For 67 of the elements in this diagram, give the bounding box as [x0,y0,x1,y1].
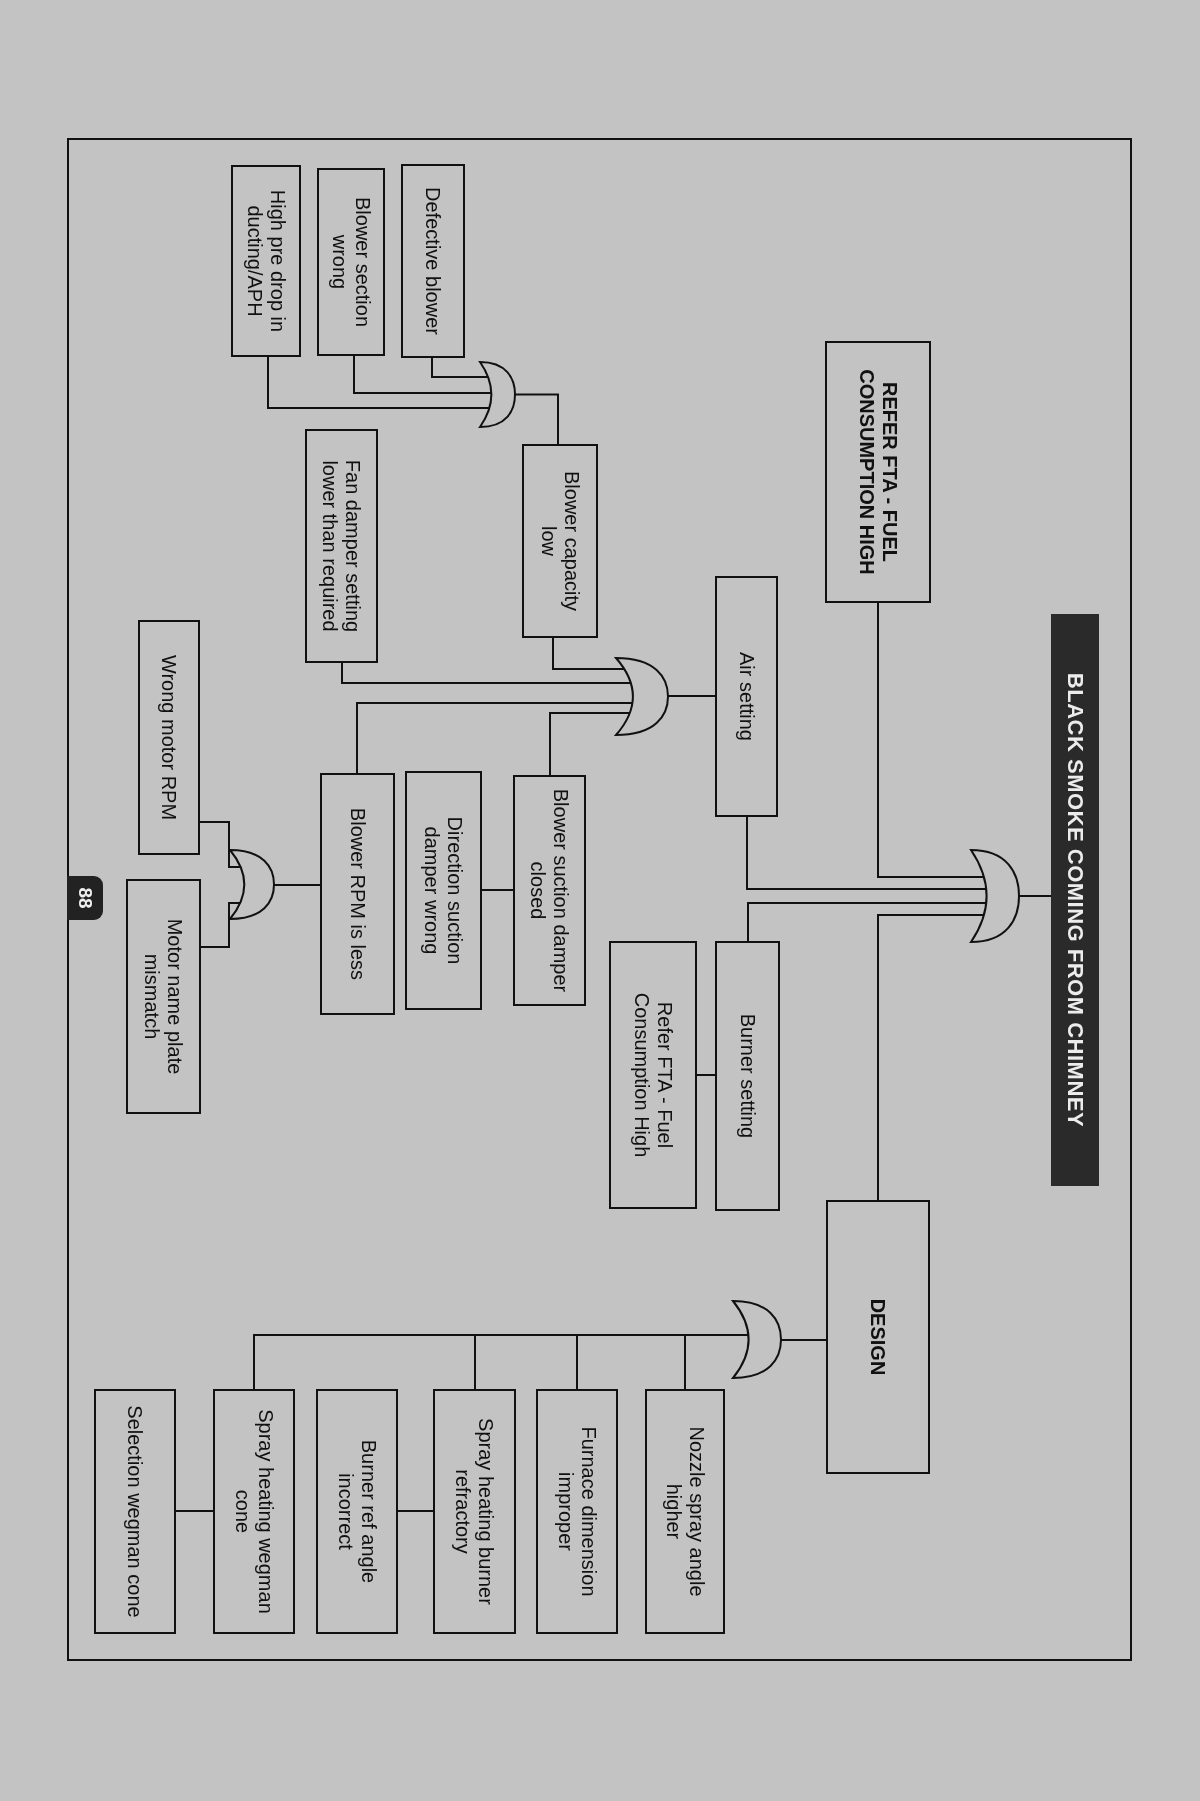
top-event-text: BLACK SMOKE COMING FROM CHIMNEY [1062,672,1088,1128]
event-text: Blower suction damper closed [526,787,573,994]
event-box [231,165,301,357]
connector-line [267,356,491,409]
connector-line [397,1510,434,1512]
connector-line [549,712,631,776]
event-box [433,1389,516,1634]
connector-line [514,393,559,445]
event-box [126,879,201,1114]
connector-line [273,884,321,886]
event-text: REFER FTA - FUEL CONSUMPTION HIGH [855,368,901,577]
connector-line [552,637,626,670]
event-text: Wrong motor RPM [157,654,181,821]
event-text: Blower capacity low [537,469,583,614]
page-number: 88 [67,876,103,920]
connector-line [200,902,242,948]
event-text: Selection wegman cone [123,1405,147,1618]
event-box [320,773,395,1015]
event-box [645,1389,725,1634]
event-box [138,620,200,855]
event-text: Nozzle spray angle higher [662,1425,708,1599]
event-box [826,1200,930,1474]
top-event-banner [1051,614,1099,1186]
event-text: DESIGN [866,1298,890,1376]
event-text: Spray heating burner refractory [451,1417,498,1607]
connector-line [667,695,716,697]
connector-line [481,889,514,891]
event-box [316,1389,398,1634]
event-text: Fan damper setting lower than required [318,458,365,635]
event-box [513,775,586,1006]
event-text: Direction suction damper wrong [420,815,467,967]
connector-line [1018,895,1052,897]
connector-line [353,355,493,394]
event-text: High pre drop in ducting/APH [243,188,289,335]
event-box [213,1389,295,1634]
event-text: Spray heating wegman cone [231,1408,277,1616]
event-box [405,771,482,1010]
event-box [94,1389,176,1634]
connector-line [746,816,988,890]
connector-line [780,1339,827,1341]
event-box [522,444,598,638]
event-text: Blower RPM is less [346,807,369,981]
event-box [825,341,931,603]
connector-line [341,662,632,684]
event-text: Burner ref angle incorrect [334,1438,380,1586]
event-box [317,168,385,356]
connector-line [747,902,988,942]
event-box [609,941,697,1209]
event-box [536,1389,618,1634]
connector-line [356,702,634,774]
event-text: Blower section wrong [328,195,374,330]
event-text: Burner setting [736,1013,759,1139]
event-box [715,941,780,1211]
event-box [305,429,378,663]
connector-line [877,602,985,878]
connector-line [431,357,490,378]
event-text: Air setting [735,652,758,741]
event-box [401,164,465,358]
event-text: Furnace dimension improper [554,1425,600,1599]
event-text: Defective blower [421,187,445,335]
event-text: Refer FTA - Fuel Consumption High [630,991,676,1160]
connector-line [696,1074,716,1076]
connector-line [175,1510,214,1512]
event-box [715,576,778,817]
connector-line [877,914,985,1201]
connector-line [199,821,242,868]
event-text: Motor name plate mismatch [140,917,187,1077]
